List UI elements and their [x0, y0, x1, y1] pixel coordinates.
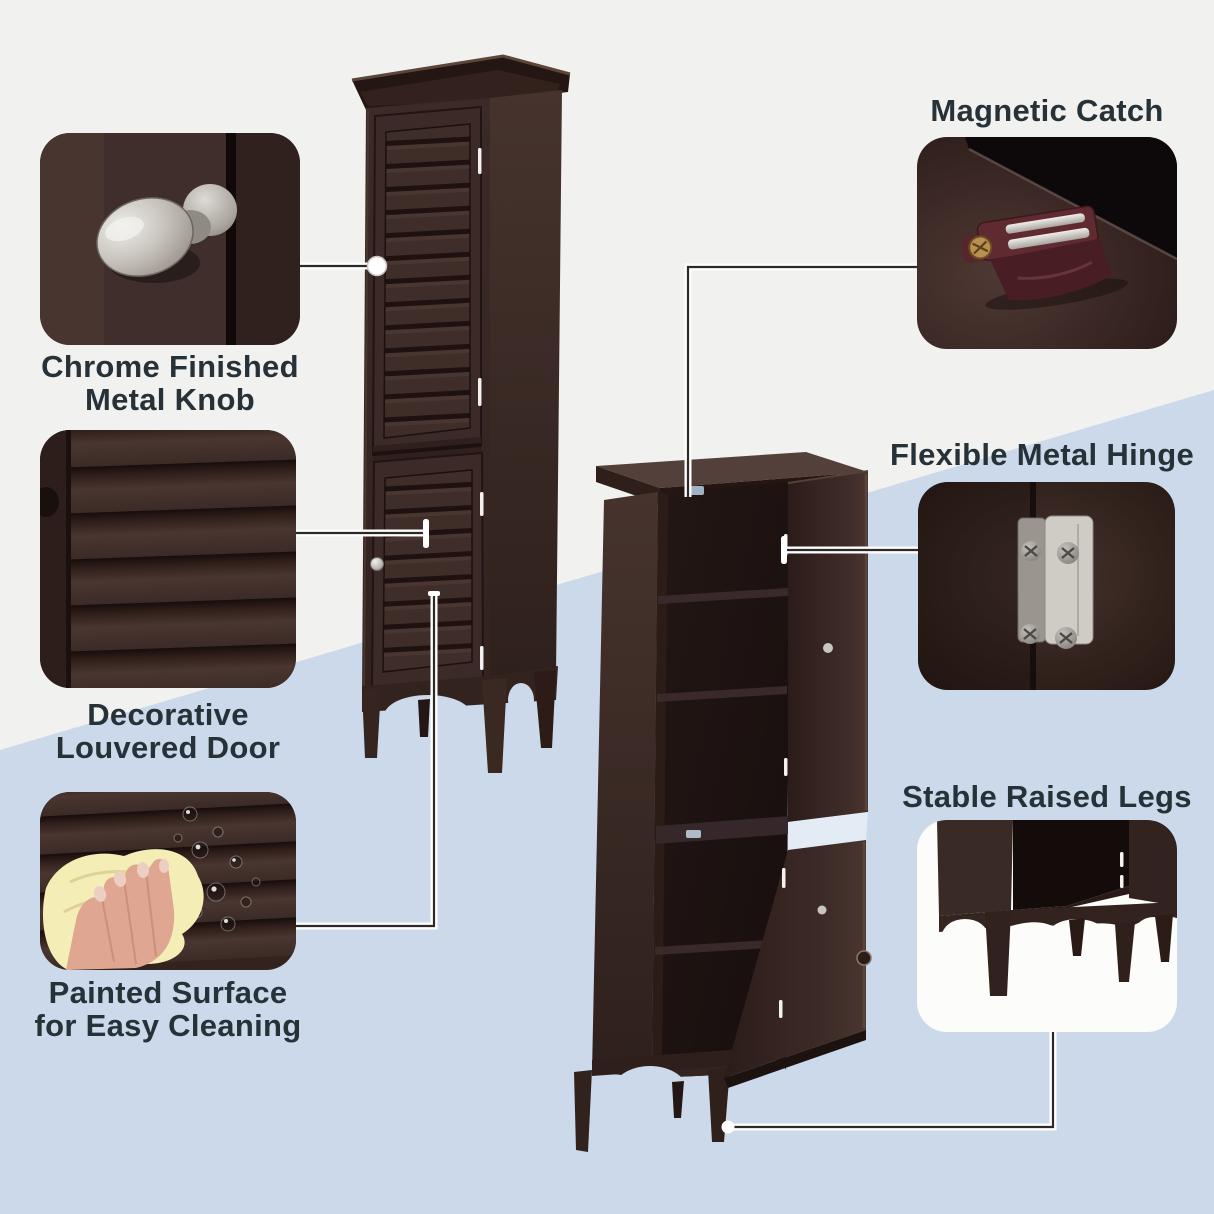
hinge-illustration [918, 482, 1175, 690]
callout-line-painted-surface [296, 591, 440, 930]
painted-surface-photo [40, 792, 296, 970]
closed-cabinet-illustration [351, 54, 571, 773]
callout-line-louver [296, 519, 429, 548]
louvered-door-photo [40, 430, 296, 688]
callout-line-magnetic-catch [684, 263, 917, 497]
louver-illustration [40, 430, 296, 688]
metal-hinge-label: Flexible Metal Hinge [889, 437, 1194, 472]
cleaning-hand-illustration [40, 792, 296, 970]
callout-line-knob [300, 255, 388, 277]
knob-illustration [40, 133, 300, 345]
metal-hinge-photo [918, 482, 1175, 690]
callout-line-hinge [781, 536, 918, 564]
raised-legs-label: Stable Raised Legs [902, 779, 1192, 814]
open-cabinet-illustration [574, 452, 872, 1152]
chrome-knob-photo [40, 133, 300, 345]
magnetic-catch-photo [917, 137, 1177, 349]
callout-lines [296, 255, 1057, 1134]
magnetic-catch-label: Magnetic Catch [930, 93, 1164, 128]
magnetic-catch-illustration [917, 137, 1177, 349]
legs-illustration [917, 820, 1177, 1032]
raised-legs-photo [917, 820, 1177, 1032]
callout-line-legs [721, 1032, 1057, 1134]
